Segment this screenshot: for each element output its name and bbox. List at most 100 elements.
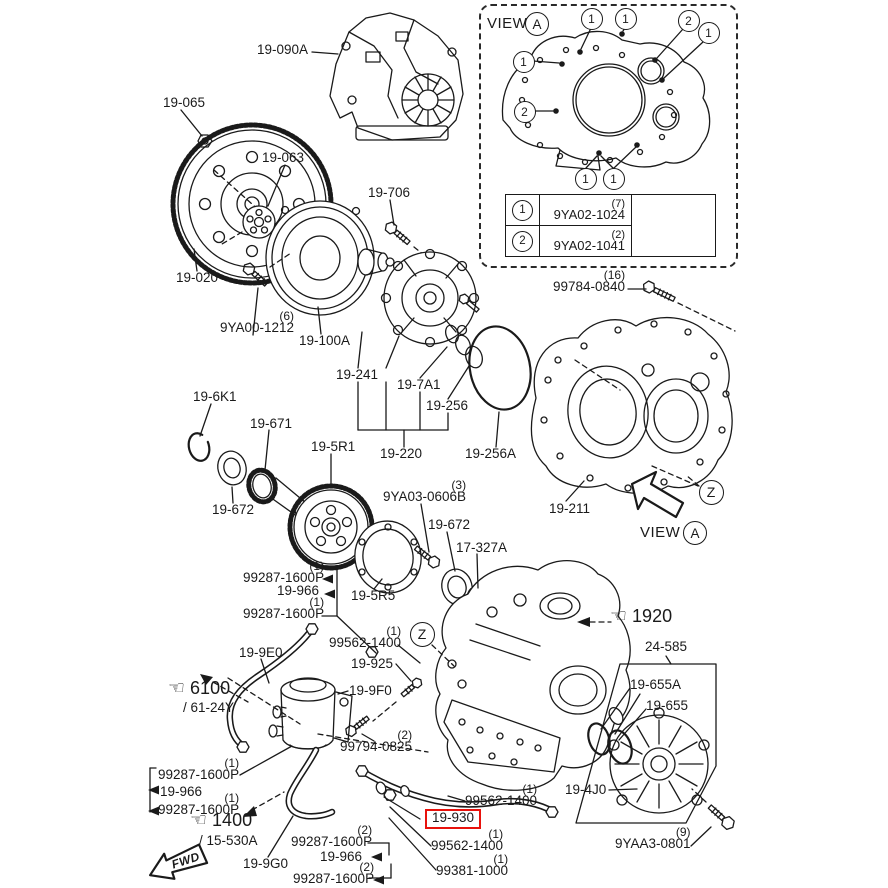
- part-label-1920: ☜1920: [610, 606, 673, 627]
- part-number: 19-256A: [465, 446, 517, 461]
- pointing-hand-icon: ☜: [610, 606, 628, 627]
- hose-19-9g0-art: [285, 746, 336, 820]
- zone-marker-Z: Z: [698, 479, 724, 505]
- part-label-19-655: 19-655: [646, 698, 689, 713]
- drive-plate-art: [221, 205, 297, 245]
- part-qty: (9): [675, 825, 691, 839]
- part-number: 9YA02-1041: [553, 238, 625, 253]
- part-label-19-256A: 19-256A: [465, 446, 517, 461]
- part-number: 19-256: [426, 398, 469, 413]
- part-qty: (1): [522, 782, 538, 796]
- part-label-19-4J0: 19-4J0: [565, 782, 607, 797]
- part-number: 99562-1400: [329, 635, 402, 650]
- part-number: 19-7A1: [397, 377, 441, 392]
- part-number: 19-4J0: [565, 782, 607, 797]
- part-number: 19-241: [336, 367, 379, 382]
- part-number: 19-9E0: [239, 645, 283, 660]
- part-label-99287-1600P: (1)99287-1600P: [158, 756, 240, 782]
- part-label-19-256: 19-256: [426, 398, 469, 413]
- part-label-99784-0840: (16)99784-0840: [553, 268, 626, 294]
- part-label-1400: ☜1400: [190, 810, 252, 831]
- part-label-99381-1000: (1)99381-1000: [436, 852, 509, 878]
- view-a-inset-frame: [479, 4, 738, 268]
- part-number: 24-585: [645, 639, 688, 654]
- part-number: 19-966: [320, 849, 363, 864]
- part-number: 99287-1600P: [243, 606, 325, 621]
- part-qty: (2): [397, 728, 413, 742]
- part-label-99794-0825: (2)99794-0825: [340, 728, 413, 754]
- part-number: / 61-24Y: [183, 700, 235, 715]
- part-number: 99562-1400: [465, 793, 538, 808]
- part-qty: (1): [488, 827, 504, 841]
- bolt-99784-0840-art: [642, 280, 676, 302]
- part-number: 19-966: [277, 583, 320, 598]
- part-label-19-090A: 19-090A: [257, 43, 308, 57]
- part-label-19-5R1: 19-5R1: [311, 439, 356, 454]
- callout-marker-1: 1: [574, 167, 597, 190]
- callout-marker-2: 2: [677, 9, 700, 32]
- part-number: 19-655: [646, 698, 689, 713]
- converter-housing-art: [530, 316, 733, 494]
- part-qty: (6): [279, 309, 295, 323]
- part-qty: (1): [386, 624, 402, 638]
- part-label-19-9E0: 19-9E0: [239, 645, 283, 660]
- part-label-6100: ☜6100: [168, 678, 231, 699]
- part-number: 19-211: [549, 501, 591, 516]
- part-label-99287-1600P: (1)99287-1600P: [243, 596, 325, 621]
- inset-view-badge: A: [525, 12, 549, 36]
- part-label-9YAA3-0801: (9)9YAA3-0801: [615, 825, 691, 851]
- part-label-99562-1400: (1)99562-1400: [465, 782, 538, 808]
- part-qty: (1): [493, 852, 509, 866]
- part-label-19-211: 19-211: [549, 501, 591, 516]
- part-number: 19-063: [262, 150, 305, 165]
- callout-marker-2: 2: [513, 100, 536, 123]
- table-part-cell: (7)9YA02-1024: [540, 195, 631, 226]
- part-number: / 15-530A: [199, 833, 258, 848]
- callout-marker-1: 1: [602, 167, 625, 190]
- bolt-9ya00-1212-art: [242, 262, 269, 287]
- pointing-hand-icon: ☜: [190, 810, 208, 831]
- o-ring-19-256a-art: [468, 325, 532, 411]
- zone-marker-Z: Z: [409, 621, 435, 647]
- part-label-19-672: 19-672: [428, 517, 471, 532]
- inset-case-art: [501, 27, 711, 171]
- oil-pipe-19-930-art: [355, 765, 559, 818]
- part-number: 99287-1600P: [293, 871, 375, 886]
- part-label-19-930: 19-930: [425, 809, 482, 829]
- part-number: 99287-1600P: [158, 802, 240, 817]
- part-number: 19-100A: [299, 333, 351, 348]
- part-label-19-7A1: 19-7A1: [397, 377, 441, 392]
- pointing-hand-icon: ☜: [168, 678, 186, 699]
- callout-marker-1: 1: [512, 50, 535, 73]
- view-direction-arrow: [630, 465, 699, 519]
- part-qty: (16): [603, 268, 626, 282]
- part-qty: (2): [611, 229, 625, 241]
- part-qty: (1): [224, 756, 240, 770]
- part-number: 19-5R1: [311, 439, 356, 454]
- part-number: 6100: [190, 678, 231, 699]
- bolt-icon-cell: [632, 195, 715, 256]
- part-number: 9YA03-0606B: [383, 489, 467, 504]
- bolt-19-706-art: [384, 221, 411, 246]
- bolt-19-925-art: [400, 677, 423, 698]
- part-number: 19-672: [428, 517, 471, 532]
- part-label-19-220: 19-220: [380, 447, 422, 461]
- part-number: 19-5R5: [351, 588, 396, 603]
- leader-lines: [148, 51, 712, 885]
- table-callout-cell: 2: [506, 226, 539, 256]
- part-label-9YA03-0606B: (3)9YA03-0606B: [383, 479, 467, 504]
- part-label-24-585: 24-585: [645, 639, 688, 654]
- part-number: 19-9G0: [243, 856, 289, 871]
- part-label-19-065: 19-065: [163, 96, 205, 110]
- inset-view-title: VIEW: [487, 15, 528, 32]
- part-number: 9YA00-1212: [220, 320, 295, 335]
- part-label-19-063: 19-063: [262, 150, 305, 165]
- oil-cooler-art: [268, 677, 353, 750]
- part-qty: (1): [309, 559, 325, 573]
- part-label-19-966: 19-966: [277, 583, 320, 598]
- part-number: 19-966: [160, 784, 203, 799]
- part-number: 1920: [632, 606, 673, 627]
- part-label-19-706: 19-706: [368, 186, 410, 200]
- part-label-19-966: 19-966: [320, 849, 363, 864]
